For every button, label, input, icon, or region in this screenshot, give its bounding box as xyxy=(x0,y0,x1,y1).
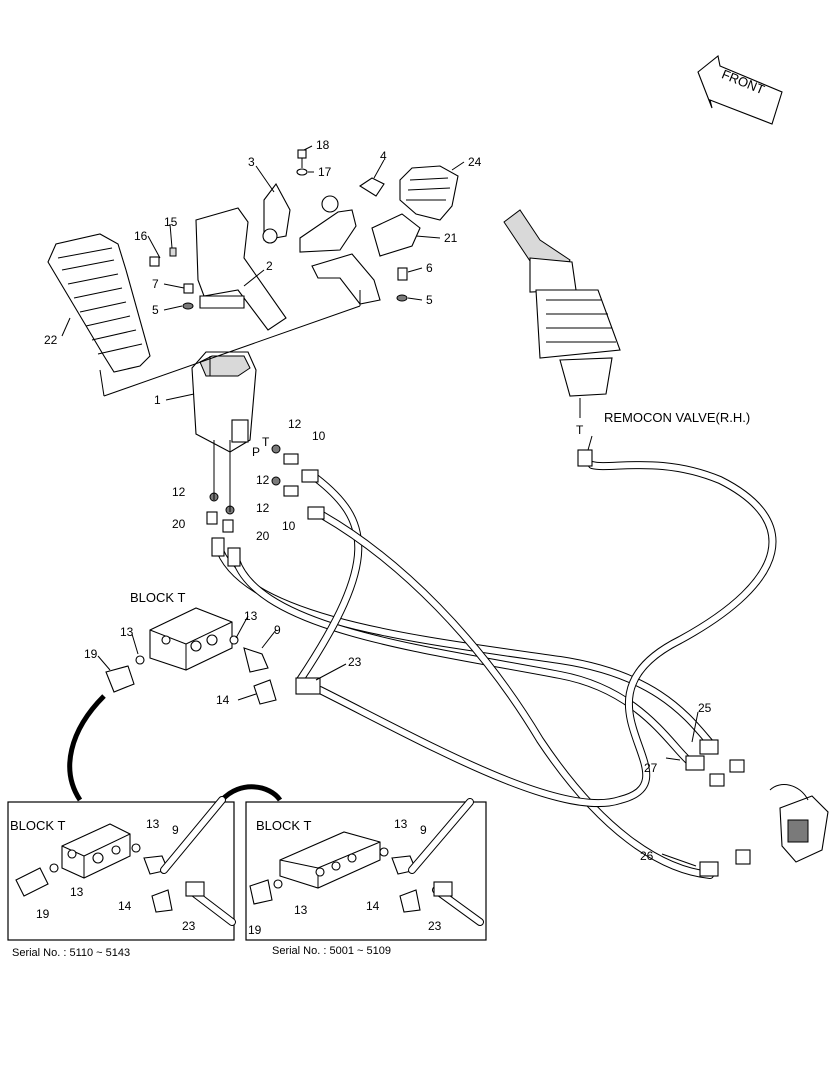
callout-10a: 10 xyxy=(312,429,326,443)
callout-18: 18 xyxy=(316,138,330,152)
callout-19: 19 xyxy=(84,647,98,661)
inset-right-callout-13a: 13 xyxy=(394,817,408,831)
fasteners xyxy=(149,149,408,567)
callout-27: 27 xyxy=(644,761,658,775)
inset-left-title: BLOCK T xyxy=(10,818,65,833)
remocon-label: REMOCON VALVE(R.H.) xyxy=(604,410,750,425)
callout-24: 24 xyxy=(468,155,482,169)
callout-4: 4 xyxy=(380,149,387,163)
callout-12a: 12 xyxy=(288,417,302,431)
callout-12b: 12 xyxy=(172,485,186,499)
valve-body-1 xyxy=(191,351,257,453)
callout-12d: 12 xyxy=(256,473,270,487)
port-P: P xyxy=(252,445,260,459)
inset-right-callout-23: 23 xyxy=(428,919,442,933)
inset-right-callout-13b: 13 xyxy=(294,903,308,917)
port-T-remocon: T xyxy=(576,423,584,437)
block-t-main xyxy=(105,607,321,705)
callout-labels: 18 17 3 4 24 21 15 16 2 6 7 5 5 22 1 T P… xyxy=(44,138,750,863)
inset-left-callout-23: 23 xyxy=(182,919,196,933)
inset-left-callout-19: 19 xyxy=(36,907,50,921)
inset-leaders xyxy=(67,694,283,802)
block-t-main-label: BLOCK T xyxy=(130,590,185,605)
callout-1: 1 xyxy=(154,393,161,407)
inset-left: BLOCK T 13 9 13 19 14 23 Serial No. : 51… xyxy=(7,796,236,959)
leader-lines xyxy=(61,145,699,867)
brackets xyxy=(195,177,385,331)
callout-20b: 20 xyxy=(256,529,270,543)
callout-5b: 5 xyxy=(426,293,433,307)
inset-right-title: BLOCK T xyxy=(256,818,311,833)
callout-3: 3 xyxy=(248,155,255,169)
callout-5a: 5 xyxy=(152,303,159,317)
callout-6: 6 xyxy=(426,261,433,275)
callout-9: 9 xyxy=(274,623,281,637)
inset-right-serial: Serial No. : 5001 ~ 5109 xyxy=(272,945,391,957)
callout-2: 2 xyxy=(266,259,273,273)
inset-right-callout-9: 9 xyxy=(420,823,427,837)
callout-26: 26 xyxy=(640,849,654,863)
callout-16: 16 xyxy=(134,229,148,243)
callout-20a: 20 xyxy=(172,517,186,531)
callout-25: 25 xyxy=(698,701,712,715)
inset-left-serial: Serial No. : 5110 ~ 5143 xyxy=(12,947,130,959)
callout-13a: 13 xyxy=(120,625,134,639)
callout-15: 15 xyxy=(164,215,178,229)
callout-13b: 13 xyxy=(244,609,258,623)
hoses xyxy=(214,461,777,879)
inset-left-callout-14: 14 xyxy=(118,899,132,913)
remocon-valve xyxy=(503,209,621,467)
right-valve xyxy=(685,739,829,877)
pedal-22 xyxy=(47,233,151,373)
port-T: T xyxy=(262,435,270,449)
front-arrow: FRONT xyxy=(697,55,783,125)
inset-left-callout-13b: 13 xyxy=(70,885,84,899)
inset-right: BLOCK T 13 9 13 19 14 23 Serial No. : 50… xyxy=(245,798,487,957)
callout-12c: 12 xyxy=(256,501,270,515)
callout-23: 23 xyxy=(348,655,362,669)
inset-left-callout-9: 9 xyxy=(172,823,179,837)
callout-17: 17 xyxy=(318,165,332,179)
inset-right-callout-14: 14 xyxy=(366,899,380,913)
callout-10b: 10 xyxy=(282,519,296,533)
callout-7: 7 xyxy=(152,277,159,291)
callout-22: 22 xyxy=(44,333,58,347)
inset-right-callout-19: 19 xyxy=(248,923,262,937)
inset-left-callout-13a: 13 xyxy=(146,817,160,831)
callout-14: 14 xyxy=(216,693,230,707)
pedal-24 xyxy=(371,165,459,257)
callout-21: 21 xyxy=(444,231,458,245)
